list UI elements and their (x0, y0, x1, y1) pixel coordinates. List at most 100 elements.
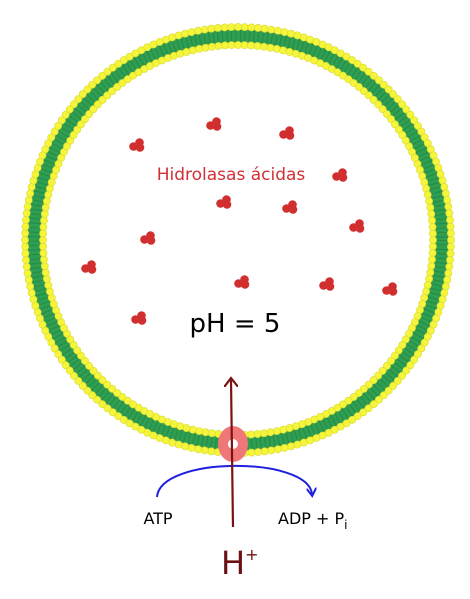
membrane-inner-head (394, 125, 403, 134)
membrane-inner-head (428, 255, 436, 264)
membrane-inner-head (43, 197, 51, 206)
membrane-inner-head (40, 216, 48, 225)
membrane-inner-head (247, 41, 255, 50)
membrane-outer-head (103, 404, 112, 413)
membrane-inner-head (391, 351, 399, 360)
membrane-outer-head (447, 236, 455, 244)
proton-pump-channel (228, 439, 238, 449)
membrane-inner-head (369, 95, 378, 104)
membrane-inner-head (401, 335, 410, 344)
membrane-inner-head (354, 83, 363, 91)
enzyme-subunit (212, 122, 222, 131)
membrane-outer-head (57, 116, 66, 125)
membrane-outer-head (274, 445, 282, 454)
membrane-outer-head (69, 371, 78, 380)
membrane-outer-head (21, 249, 30, 258)
membrane-outer-head (103, 67, 112, 76)
membrane-outer-head (227, 23, 236, 32)
enzyme-subunit (325, 282, 335, 291)
membrane-inner-head (113, 389, 122, 397)
hydrolase-enzyme (216, 195, 232, 209)
hydrolase-enzyme (234, 275, 250, 289)
membrane-outer-head (54, 121, 63, 130)
membrane-outer-head (187, 28, 196, 37)
membrane-inner-head (201, 428, 210, 437)
membrane-outer-head (402, 366, 411, 375)
membrane-outer-head (374, 395, 383, 404)
membrane-inner-head (118, 393, 127, 401)
membrane-outer-head (65, 105, 74, 114)
membrane-outer-head (267, 25, 276, 34)
membrane-outer-head (299, 438, 308, 447)
membrane-inner-head (214, 42, 223, 50)
membrane-inner-head (428, 229, 437, 238)
membrane-outer-head (24, 276, 33, 284)
membrane-outer-head (254, 24, 262, 32)
enzyme-subunit (222, 200, 232, 209)
membrane-inner-head (98, 376, 107, 385)
membrane-inner-head (69, 131, 78, 139)
proton-label-superscript: + (245, 545, 258, 564)
membrane-inner-head (41, 203, 50, 212)
membrane-outer-head (446, 222, 455, 231)
membrane-inner-head (103, 380, 112, 389)
membrane-outer-head (379, 391, 388, 400)
membrane-outer-head (98, 71, 107, 80)
membrane-inner-head (260, 42, 268, 51)
membrane-inner-head (426, 268, 435, 277)
membrane-outer-head (293, 440, 302, 449)
membrane-inner-head (428, 216, 436, 225)
membrane-inner-head (423, 190, 432, 199)
membrane-inner-head (425, 274, 433, 283)
proton-transport-arrow (231, 380, 233, 528)
membrane-inner-head (354, 389, 363, 397)
membrane-outer-head (214, 24, 222, 32)
membrane-outer-head (27, 183, 36, 191)
membrane-inner-head (428, 242, 437, 251)
membrane-inner-head (77, 120, 85, 129)
membrane-outer-head (131, 422, 140, 431)
membrane-outer-head (389, 381, 398, 390)
membrane-outer-head (247, 448, 256, 457)
membrane-outer-head (280, 28, 289, 37)
proton-label: H+ (221, 544, 258, 582)
membrane-outer-head (342, 52, 351, 61)
membrane-outer-head (280, 443, 289, 452)
membrane-outer-head (93, 76, 102, 85)
membrane-outer-head (413, 350, 422, 359)
membrane-inner-head (40, 255, 48, 264)
membrane-outer-head (420, 338, 429, 347)
membrane-inner-head (39, 223, 48, 231)
membrane-outer-head (181, 29, 189, 38)
membrane-outer-head (267, 446, 276, 455)
membrane-inner-head (39, 229, 48, 238)
membrane-inner-head (85, 110, 93, 118)
membrane-outer-head (393, 376, 402, 385)
membrane-outer-head (274, 26, 282, 35)
membrane-inner-head (188, 46, 197, 55)
membrane-outer-head (413, 121, 422, 130)
membrane-outer-head (369, 71, 378, 80)
membrane-outer-head (23, 269, 32, 278)
membrane-inner-head (43, 274, 51, 283)
membrane-outer-head (364, 404, 373, 413)
membrane-inner-head (208, 42, 216, 51)
membrane-outer-head (114, 59, 123, 68)
membrane-outer-head (54, 350, 63, 359)
membrane-outer-head (445, 209, 454, 218)
membrane-inner-head (427, 262, 436, 270)
ph-label: pH = 5 (190, 309, 281, 339)
hydrolase-enzyme (131, 311, 147, 325)
membrane-outer-head (293, 31, 302, 40)
enzyme-subunit (146, 236, 156, 245)
enzyme-subunit (388, 287, 398, 296)
membrane-outer-head (194, 445, 202, 454)
membrane-inner-head (266, 428, 275, 437)
membrane-outer-head (27, 289, 36, 297)
membrane-inner-head (123, 75, 132, 84)
membrane-inner-head (394, 346, 403, 355)
membrane-outer-head (436, 170, 445, 179)
membrane-outer-head (50, 127, 59, 136)
membrane-outer-head (22, 209, 31, 218)
